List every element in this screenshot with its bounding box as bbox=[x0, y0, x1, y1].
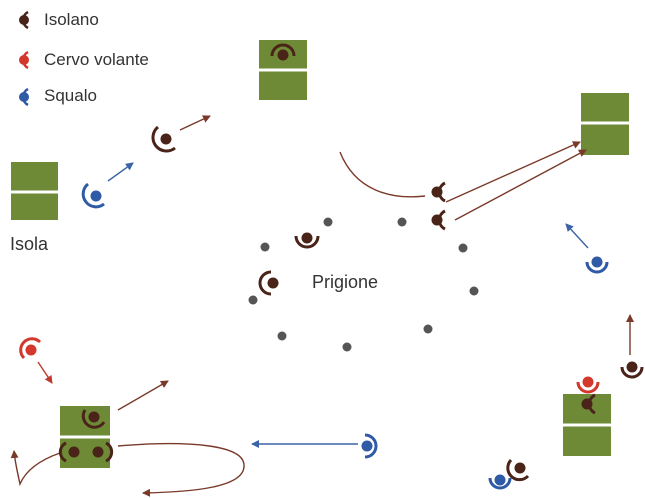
legend-squalo-icon bbox=[19, 87, 29, 107]
squalo-player bbox=[81, 182, 105, 209]
legend-squalo-label: Squalo bbox=[44, 86, 97, 105]
isolano-player bbox=[431, 209, 446, 231]
isolano-player bbox=[294, 232, 320, 249]
legend-isolano-label: Isolano bbox=[44, 10, 99, 29]
legend-cervo-label: Cervo volante bbox=[44, 50, 149, 69]
movement-arrows bbox=[10, 115, 634, 497]
squalo-player bbox=[488, 474, 512, 490]
prigione-label: Prigione bbox=[312, 272, 379, 292]
squalo-player bbox=[361, 433, 378, 459]
prison-dots bbox=[248, 217, 479, 352]
isolano-player bbox=[92, 441, 114, 463]
isolano-player bbox=[151, 125, 176, 153]
squalo-player bbox=[585, 256, 609, 274]
legend-cervo-icon bbox=[19, 50, 29, 70]
isolano-player bbox=[581, 393, 596, 415]
isolano-player bbox=[431, 181, 446, 203]
isolano-player bbox=[620, 361, 644, 379]
island-left bbox=[11, 162, 58, 220]
squalo-players bbox=[81, 182, 609, 490]
isolano-player bbox=[58, 441, 80, 463]
isolano-player bbox=[270, 43, 296, 61]
cervo-player bbox=[19, 337, 42, 360]
cervo-players bbox=[19, 337, 600, 394]
legend-isolano-icon bbox=[19, 10, 29, 30]
isolano-player bbox=[506, 458, 530, 482]
cervo-player bbox=[576, 376, 600, 394]
isolano-player bbox=[81, 409, 106, 429]
isola-label: Isola bbox=[10, 234, 49, 254]
island-top-center bbox=[259, 40, 307, 100]
island-top-right bbox=[581, 93, 629, 155]
island-bottom-left bbox=[60, 406, 110, 468]
isolano-players bbox=[58, 43, 644, 482]
isolano-player bbox=[258, 270, 279, 296]
